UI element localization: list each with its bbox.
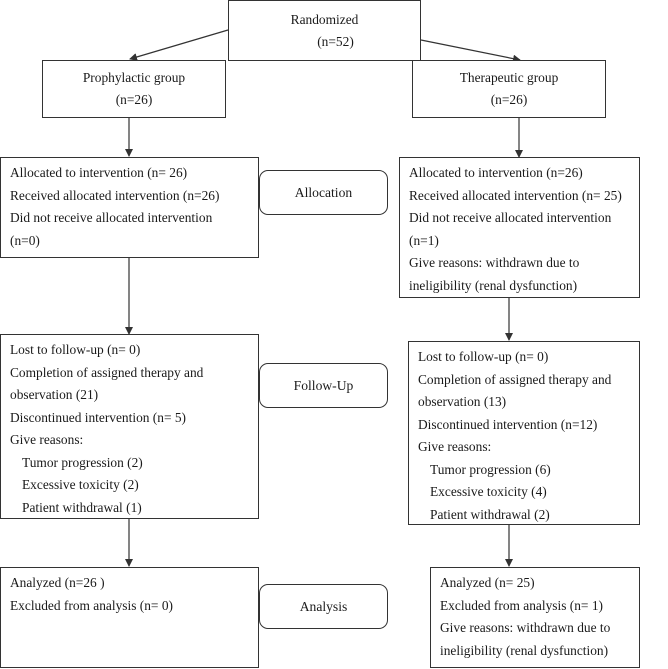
- right-allocation-line: Received allocated intervention (n= 25): [409, 187, 622, 203]
- allocation-stage-text: Allocation: [294, 184, 353, 200]
- right-analysis-line: Give reasons: withdrawn due to: [440, 620, 611, 635]
- left-analysis-box: Analyzed (n=26 ) Excluded from analysis …: [0, 567, 259, 668]
- right-allocation-line: Did not receive allocated intervention: [409, 210, 612, 225]
- follow-up-stage-text: Follow-Up: [293, 377, 354, 393]
- left-reason-item: Patient withdrawal (1): [22, 499, 142, 515]
- arrow-randomized-to-therapeutic: [420, 39, 521, 63]
- right-allocation-line: Give reasons: withdrawn due to: [409, 255, 580, 270]
- left-follow-up-box: Lost to follow-up (n= 0) Completion of a…: [0, 334, 259, 519]
- right-follow-up-line: Completion of assigned therapy and: [418, 371, 612, 387]
- left-follow-up-line: observation (21): [10, 387, 99, 402]
- arrow-randomized-to-prophylactic: [129, 29, 229, 61]
- right-reason-item: Tumor progression (6): [430, 461, 551, 477]
- left-allocation-line: Did not receive allocated intervention: [10, 210, 213, 225]
- left-allocation-line: (n=0): [10, 232, 40, 248]
- prophylactic-group-box: Prophylactic group (n=26): [42, 60, 226, 118]
- left-allocation-line: Received allocated intervention (n=26): [10, 187, 220, 203]
- left-follow-up-line: Discontinued intervention (n= 5): [10, 409, 187, 425]
- analysis-stage-label: Analysis: [259, 584, 388, 629]
- right-reason-item: Patient withdrawal (2): [430, 506, 550, 522]
- prophylactic-count: (n=26): [115, 92, 153, 107]
- right-follow-up-line: Give reasons:: [418, 439, 492, 454]
- right-analysis-line: Excluded from analysis (n= 1): [440, 597, 603, 613]
- right-follow-up-line: Lost to follow-up (n= 0): [418, 349, 549, 364]
- left-analysis-line: Analyzed (n=26 ): [10, 575, 105, 590]
- right-reason-item: Excessive toxicity (4): [430, 484, 547, 499]
- randomized-box: Randomized (n=52): [228, 0, 421, 61]
- right-allocation-box: Allocated to intervention (n=26) Receive…: [399, 157, 640, 298]
- left-analysis-line: Excluded from analysis (n= 0): [10, 597, 173, 613]
- right-analysis-line: Analyzed (n= 25): [440, 575, 535, 590]
- randomized-count: (n=52): [317, 33, 354, 49]
- follow-up-stage-label: Follow-Up: [259, 363, 388, 408]
- right-allocation-line: ineligibility (renal dysfunction): [409, 277, 578, 293]
- right-follow-up-line: Discontinued intervention (n=12): [418, 416, 598, 432]
- prophylactic-title: Prophylactic group: [82, 70, 186, 85]
- right-analysis-box: Analyzed (n= 25) Excluded from analysis …: [430, 567, 640, 668]
- left-reason-item: Excessive toxicity (2): [22, 477, 139, 492]
- right-allocation-line: Allocated to intervention (n=26): [409, 165, 583, 180]
- therapeutic-title: Therapeutic group: [459, 70, 559, 85]
- right-follow-up-box: Lost to follow-up (n= 0) Completion of a…: [408, 341, 640, 525]
- right-allocation-line: (n=1): [409, 232, 439, 248]
- left-follow-up-line: Completion of assigned therapy and: [10, 364, 204, 380]
- left-reason-item: Tumor progression (2): [22, 454, 143, 470]
- therapeutic-group-box: Therapeutic group (n=26): [412, 60, 606, 118]
- allocation-stage-label: Allocation: [259, 170, 388, 215]
- therapeutic-count: (n=26): [490, 92, 528, 107]
- left-follow-up-line: Give reasons:: [10, 432, 84, 447]
- analysis-stage-text: Analysis: [299, 598, 348, 614]
- randomized-title: Randomized: [290, 11, 359, 27]
- right-follow-up-line: observation (13): [418, 394, 507, 409]
- left-follow-up-line: Lost to follow-up (n= 0): [10, 342, 141, 357]
- right-analysis-line: ineligibility (renal dysfunction): [440, 642, 609, 658]
- left-allocation-line: Allocated to intervention (n= 26): [10, 165, 188, 180]
- left-allocation-box: Allocated to intervention (n= 26) Receiv…: [0, 157, 259, 258]
